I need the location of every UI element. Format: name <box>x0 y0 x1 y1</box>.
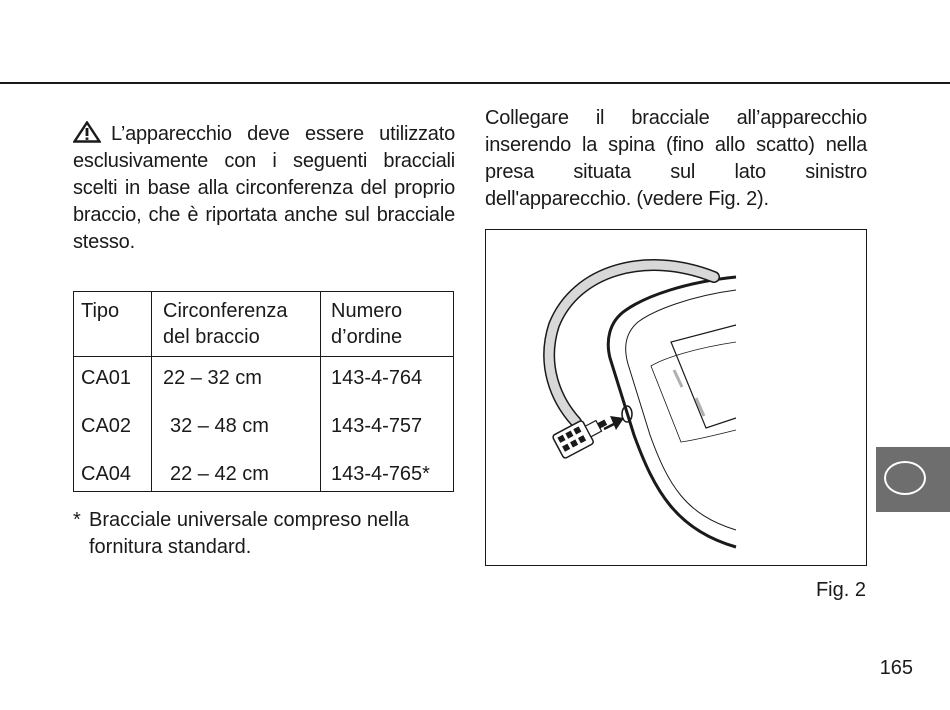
right-column: Collegare il bracciale all’apparecchio i… <box>485 105 867 213</box>
header-rule <box>0 82 950 84</box>
table-row: CA01 22 – 32 cm 143-4-764 <box>73 356 454 405</box>
warning-text: L’apparecchio deve essere utilizzato esc… <box>73 123 455 253</box>
table-header-text: Numero <box>331 300 403 322</box>
table-header-circumference: Circonferenza del braccio <box>151 291 321 357</box>
table-header-type: Tipo <box>73 291 152 357</box>
table-cell-order-number: 143-4-765* <box>331 463 430 485</box>
table-row: CA04 22 – 42 cm 143-4-765* <box>73 453 454 492</box>
table-cell-type: CA01 <box>73 356 152 405</box>
instruction-paragraph: Collegare il bracciale all’apparecchio i… <box>485 107 867 210</box>
footnote: * Bracciale universale compreso nella fo… <box>73 507 455 561</box>
table-header-text: del braccio <box>163 326 260 348</box>
table-cell-order-number: 143-4-757 <box>331 415 423 437</box>
table-cell-type: CA04 <box>73 453 152 492</box>
language-ring-icon <box>884 461 926 495</box>
table-header-text: Circonferenza <box>163 300 288 322</box>
warning-triangle-icon <box>73 121 101 143</box>
table-cell-circumference: 22 – 32 cm <box>151 356 321 405</box>
table-header-text: Tipo <box>81 300 120 322</box>
language-tab <box>876 447 950 512</box>
table-header-row: Tipo Circonferenza del braccio Numero d’… <box>73 291 454 357</box>
page-number: 165 <box>879 657 913 679</box>
table-header-text: d’ordine <box>331 326 403 348</box>
table-cell-circumference: 32 – 48 cm <box>151 405 321 453</box>
figure-2 <box>485 229 867 566</box>
table-cell-type: CA02 <box>73 405 152 453</box>
left-column: L’apparecchio deve essere utilizzato esc… <box>73 121 455 256</box>
figure-caption: Fig. 2 <box>815 579 866 601</box>
cuff-connection-illustration <box>543 259 737 549</box>
warning-paragraph: L’apparecchio deve essere utilizzato esc… <box>73 121 455 256</box>
table-cell-circumference: 22 – 42 cm <box>151 453 321 492</box>
table-row: CA02 32 – 48 cm 143-4-757 <box>73 405 454 453</box>
cuff-table: Tipo Circonferenza del braccio Numero d’… <box>73 291 454 492</box>
table-header-order-number: Numero d’ordine <box>320 291 454 357</box>
footnote-marker: * <box>73 509 81 531</box>
table-cell-order-number: 143-4-764 <box>331 367 423 389</box>
footnote-text: Bracciale universale compreso nella forn… <box>89 509 410 558</box>
